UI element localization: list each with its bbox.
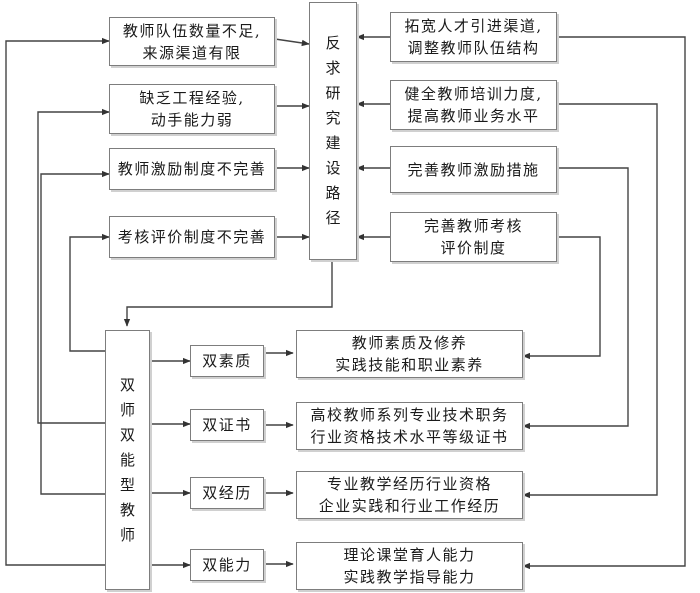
detail-line: 教师素质及修养 bbox=[351, 334, 468, 352]
detail-line: 专业教学经历行业资格 bbox=[326, 475, 492, 493]
detail-line: 行业资格技术水平等级证书 bbox=[310, 428, 509, 446]
detail-line: 高校教师系列专业技术职务 bbox=[310, 406, 509, 424]
dual-teacher-box: 双 师 双 能 型 教 师 bbox=[105, 330, 150, 590]
loop-teacher-to-problem-1 bbox=[5, 37, 110, 566]
center-char: 反 bbox=[325, 34, 341, 52]
problem-line: 教师队伍数量不足, bbox=[122, 21, 262, 40]
problem-line: 考核评价制度不完善 bbox=[117, 228, 267, 246]
measure-box-4: 完善教师考核 评价制度 bbox=[390, 212, 557, 262]
loop-teacher-to-problem-4 bbox=[69, 233, 110, 352]
measure-line: 健全教师培训力度, bbox=[404, 85, 543, 103]
detail-box-3: 专业教学经历行业资格 企业实践和行业工作经历 bbox=[296, 471, 523, 519]
measure-line: 完善教师激励措施 bbox=[407, 160, 540, 179]
problem-box-1: 教师队伍数量不足, 来源渠道有限 bbox=[109, 17, 275, 66]
detail-line: 企业实践和行业工作经历 bbox=[318, 497, 501, 515]
teacher-char: 教 bbox=[119, 500, 135, 519]
aspect-box-2: 双证书 bbox=[190, 409, 264, 441]
teacher-char: 师 bbox=[119, 525, 135, 544]
detail-line: 实践技能和职业素养 bbox=[335, 356, 484, 374]
teacher-char: 双 bbox=[119, 425, 135, 444]
measure-line: 完善教师考核 bbox=[423, 217, 523, 235]
problem-box-4: 考核评价制度不完善 bbox=[109, 216, 275, 258]
center-research-path-box: 反 求 研 究 建 设 路 径 bbox=[309, 2, 357, 260]
problem-line: 教师激励制度不完善 bbox=[117, 160, 267, 178]
center-char: 求 bbox=[325, 59, 341, 77]
arrow-center-to-teacher bbox=[123, 260, 333, 327]
center-char: 究 bbox=[325, 109, 341, 127]
problem-line: 来源渠道有限 bbox=[142, 43, 242, 62]
aspect-box-4: 双能力 bbox=[190, 549, 264, 581]
aspect-label: 双经历 bbox=[202, 484, 252, 502]
arrow-problem-1-to-center bbox=[274, 38, 310, 47]
aspect-label: 双证书 bbox=[202, 416, 252, 434]
center-char: 设 bbox=[325, 159, 341, 177]
detail-line: 实践教学指导能力 bbox=[343, 568, 476, 586]
center-char: 路 bbox=[325, 184, 341, 202]
measure-line: 拓宽人才引进渠道, bbox=[404, 17, 543, 35]
loop-measure-3-to-detail-2 bbox=[522, 167, 629, 430]
measure-line: 调整教师队伍结构 bbox=[407, 39, 540, 57]
measure-box-3: 完善教师激励措施 bbox=[390, 146, 557, 193]
loop-measure-1-to-detail-4 bbox=[522, 36, 686, 570]
teacher-char: 型 bbox=[119, 475, 135, 494]
center-char: 径 bbox=[325, 209, 341, 227]
teacher-char: 能 bbox=[119, 450, 135, 469]
teacher-char: 双 bbox=[119, 375, 135, 394]
aspect-box-3: 双经历 bbox=[190, 477, 264, 509]
center-char: 建 bbox=[325, 134, 341, 152]
problem-line: 动手能力弱 bbox=[150, 111, 234, 129]
measure-line: 评价制度 bbox=[440, 239, 507, 257]
aspect-label: 双能力 bbox=[202, 556, 252, 574]
aspect-box-1: 双素质 bbox=[190, 345, 264, 377]
loop-teacher-to-problem-2 bbox=[37, 108, 110, 424]
teacher-char: 师 bbox=[119, 400, 135, 419]
measure-box-1: 拓宽人才引进渠道, 调整教师队伍结构 bbox=[390, 12, 557, 62]
detail-box-4: 理论课堂育人能力 实践教学指导能力 bbox=[296, 542, 523, 590]
measure-box-2: 健全教师培训力度, 提高教师业务水平 bbox=[390, 80, 557, 130]
problem-line: 缺乏工程经验, bbox=[139, 89, 245, 107]
detail-line: 理论课堂育人能力 bbox=[343, 546, 476, 564]
measure-line: 提高教师业务水平 bbox=[407, 107, 540, 125]
loop-measure-4-to-detail-1 bbox=[522, 236, 601, 360]
detail-box-1: 教师素质及修养 实践技能和职业素养 bbox=[296, 330, 523, 378]
detail-box-2: 高校教师系列专业技术职务 行业资格技术水平等级证书 bbox=[296, 402, 523, 450]
problem-box-3: 教师激励制度不完善 bbox=[109, 148, 275, 190]
aspect-label: 双素质 bbox=[202, 352, 252, 370]
loop-measure-2-to-detail-3 bbox=[522, 103, 658, 499]
loop-teacher-to-problem-3 bbox=[40, 170, 110, 495]
problem-box-2: 缺乏工程经验, 动手能力弱 bbox=[109, 84, 275, 134]
center-char: 研 bbox=[325, 84, 341, 102]
